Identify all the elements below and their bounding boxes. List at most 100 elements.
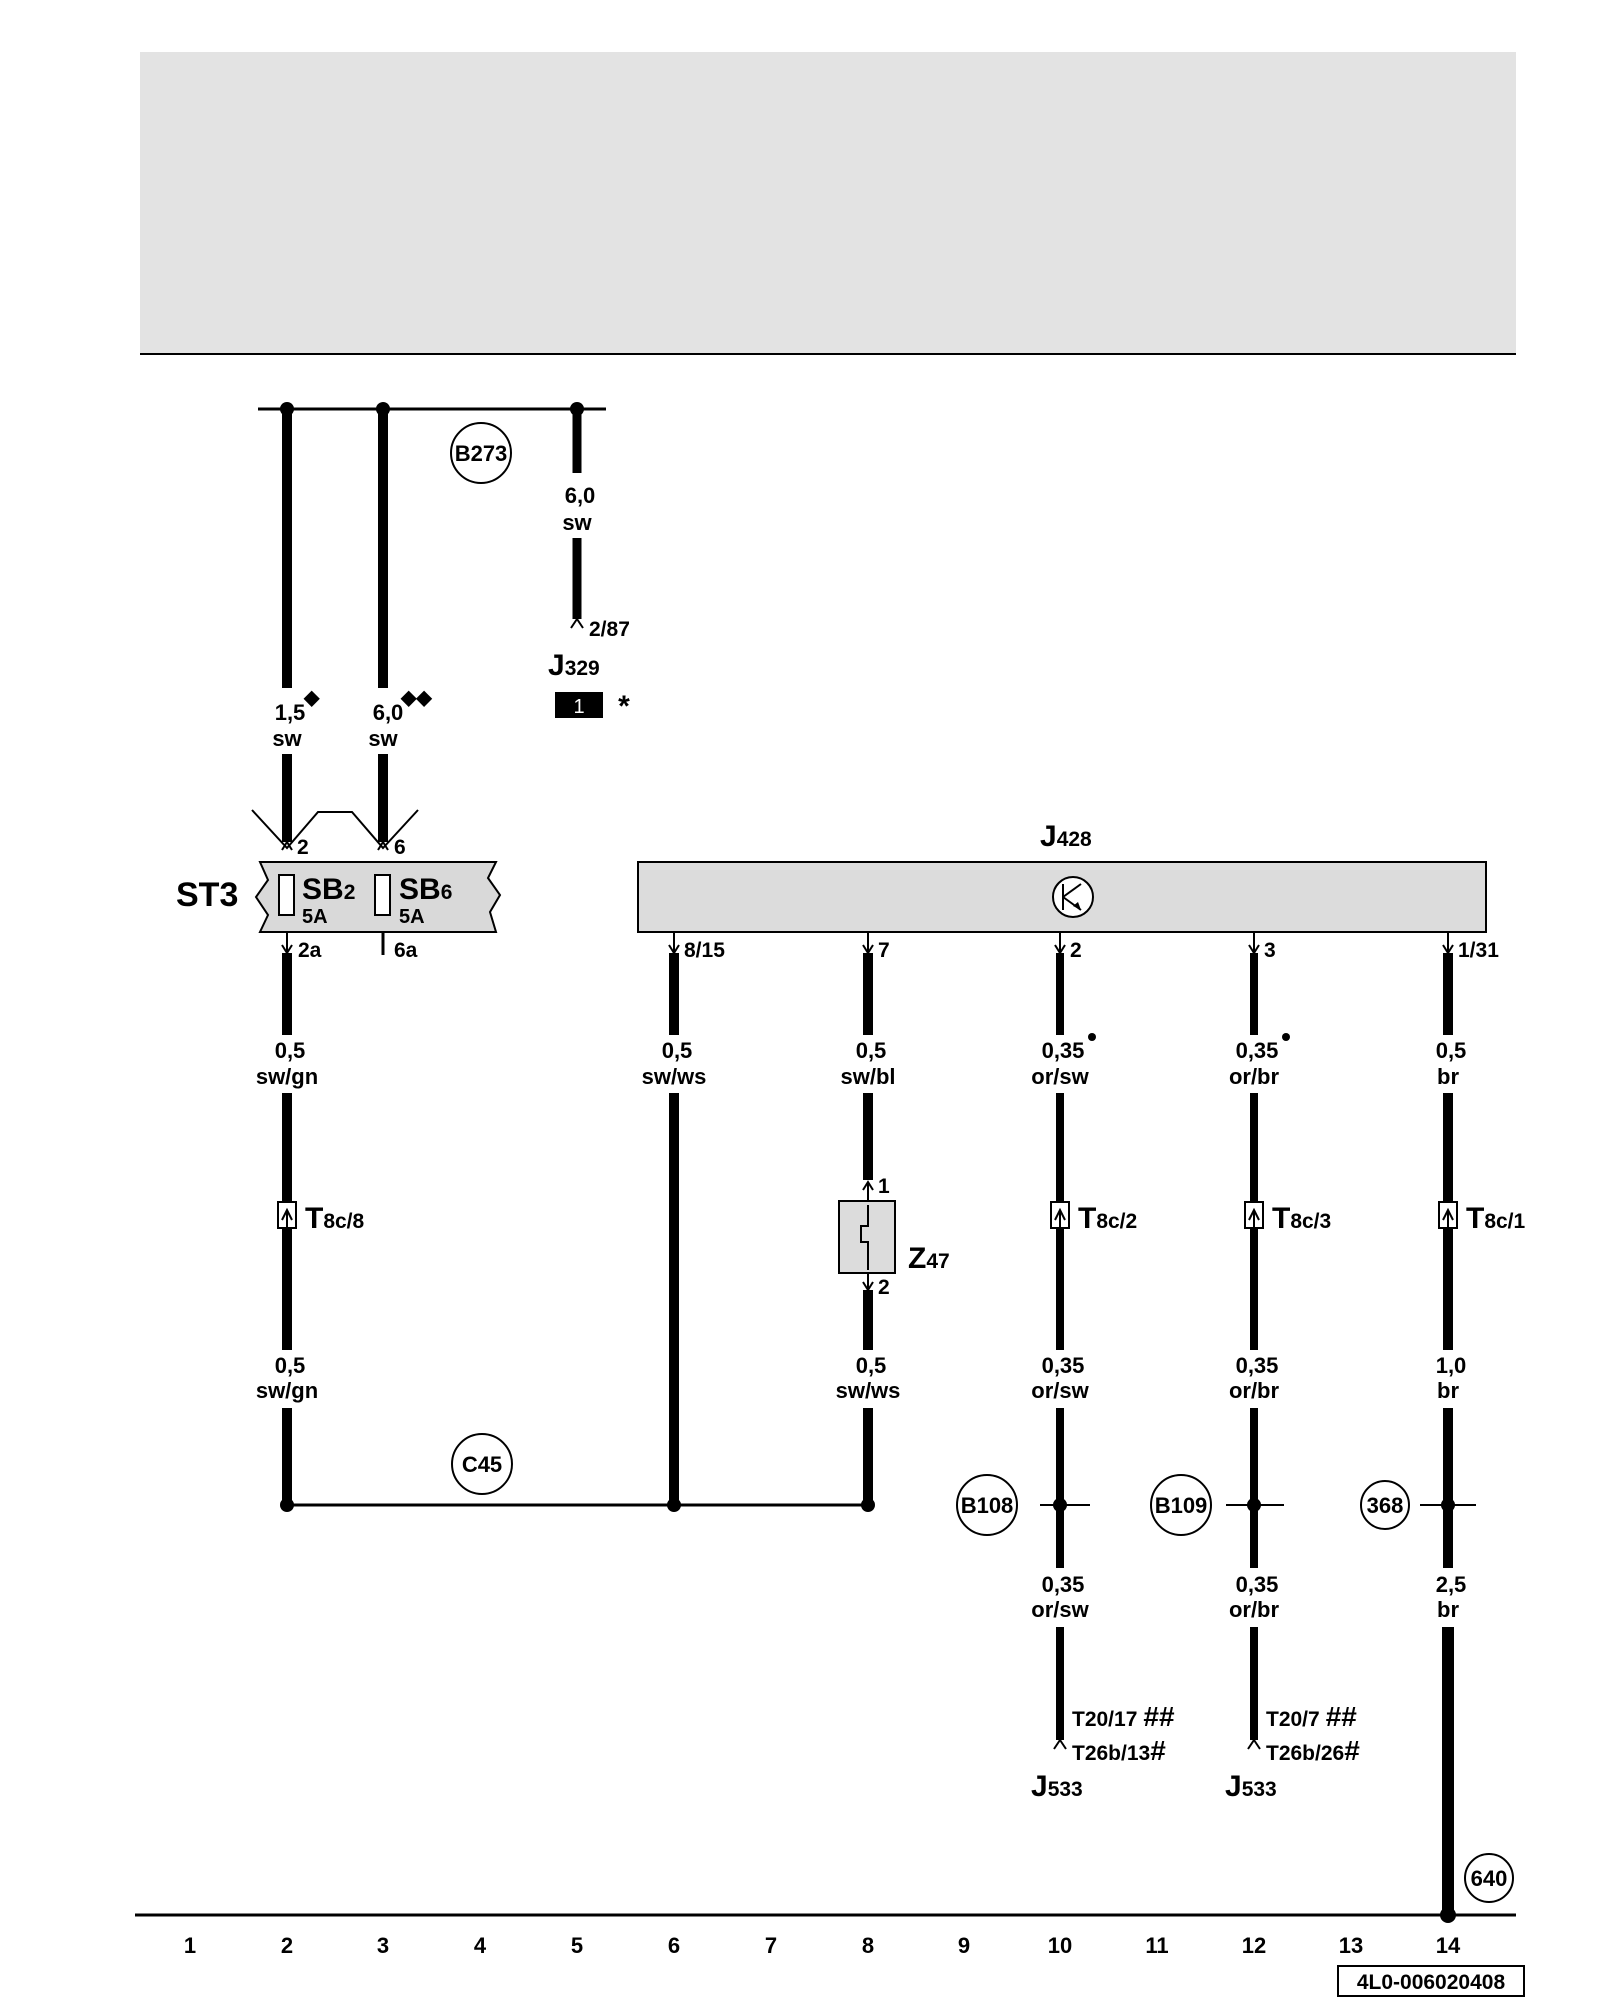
wire-size: 0,5 [856,1038,887,1063]
column-number: 6 [668,1933,680,1958]
wire-color: sw [368,726,398,751]
connection-point-640-label: 640 [1471,1866,1508,1891]
connection-point-368-label: 368 [1367,1493,1404,1518]
j428-pin-label: 7 [878,939,890,962]
pin-arrow-icon [1247,1738,1261,1750]
junction-dot [280,1498,294,1512]
pin-arrow-icon [1054,1207,1066,1228]
sb2-label: SB2 [302,873,355,906]
j329-label: J329 [548,649,600,682]
wire-size: 0,5 [275,1038,306,1063]
connector-t8c3-label: T8c/3 [1272,1202,1331,1235]
connection-point-b108 [956,1474,1018,1536]
wire-marker-dot [1088,1033,1096,1041]
wire-size: 1,0 [1436,1353,1467,1378]
wire-color: sw/gn [256,1378,318,1403]
wire-size: 0,5 [1436,1038,1467,1063]
sb6-fuse-icon [374,874,391,916]
j533-b-label: J533 [1225,1770,1277,1803]
connector-t8c8-label: T8c/8 [305,1202,365,1235]
wire-color: sw/gn [256,1064,318,1089]
column-number: 1 [184,1933,196,1958]
sb6-output-pin: 6a [394,939,418,962]
pin-arrow-icon [1053,1738,1067,1750]
wire-marker-dot [1282,1033,1290,1041]
wire-marker: ◆◆ [400,687,432,709]
pin-arrow-icon [1248,1207,1260,1228]
wire-color: sw/ws [836,1378,901,1403]
column-number: 9 [958,1933,970,1958]
connection-point-c45 [451,1433,513,1495]
z47-heater-icon [860,1205,869,1270]
pin-arrow-icon [862,1180,874,1200]
j533-b-connector-1: T20/7## [1266,1701,1357,1732]
pin-arrow-icon [570,617,584,629]
wire-color: br [1437,1064,1459,1089]
pin-arrow-icon [862,1273,874,1292]
j428-pin-label: 2 [1070,939,1082,962]
j428-pin-label: 1/31 [1458,939,1499,962]
wire-color: br [1437,1597,1459,1622]
wire-color: or/sw [1031,1597,1089,1622]
st3-label: ST3 [176,876,238,914]
connection-point-368 [1360,1480,1410,1530]
wire-size: 0,35 [1236,1572,1279,1597]
pin-arrow-icon [1442,1207,1454,1228]
wire-marker: ◆ [303,687,320,709]
wire-color: or/br [1229,1597,1280,1622]
column-number: 14 [1436,1933,1461,1958]
j329-pin-label: 2/87 [589,618,630,641]
junction-dot [1053,1498,1067,1512]
j533-a-connector-2: T26b/13# [1072,1735,1166,1766]
wire-size: 1,5 [275,700,306,725]
column-number: 2 [281,1933,293,1958]
wire-size: 0,35 [1042,1572,1085,1597]
column-number: 12 [1242,1933,1266,1958]
wire-size: 0,5 [275,1353,306,1378]
wire-color: sw/bl [840,1064,895,1089]
wire-size: 0,35 [1236,1038,1279,1063]
wire-color: sw [562,510,592,535]
connection-point-b109 [1150,1474,1212,1536]
wire-size: 6,0 [373,700,404,725]
column-number: 10 [1048,1933,1072,1958]
document-code: 4L0-006020408 [1357,1971,1506,1994]
wire-size: 0,35 [1042,1353,1085,1378]
j329-reference-box [555,692,603,718]
j329-reference-number: 1 [573,696,584,718]
transistor-icon [1052,876,1094,918]
column-number: 4 [474,1933,487,1958]
column-number: 5 [571,1933,583,1958]
wire-color: or/sw [1031,1064,1089,1089]
connector-t8c2-label: T8c/2 [1078,1202,1137,1235]
column-number: 11 [1145,1933,1168,1958]
junction-dot [1441,1498,1455,1512]
j533-a-connector-1: T20/17## [1072,1701,1175,1732]
wire-color: sw [272,726,302,751]
column-number: 13 [1339,1933,1363,1958]
z47-pin-bottom: 2 [878,1276,890,1299]
connection-point-640 [1464,1853,1514,1903]
sb2-fuse-icon [278,874,295,916]
connection-point-c45-label: C45 [462,1452,502,1477]
connection-point-b273 [450,422,512,484]
z47-label: Z47 [908,1242,950,1275]
j533-a-label: J533 [1031,1770,1083,1803]
sb6-input-pin: 6 [394,836,406,859]
wire-size: 6,0 [565,483,596,508]
connection-point-b273-label: B273 [455,441,508,466]
connector-t8c1-label: T8c/1 [1466,1202,1526,1235]
pin-arrow-icon [281,1207,293,1228]
sb2-input-pin: 2 [297,836,309,859]
sb2-output-pin: 2a [298,939,322,962]
j428-label: J428 [1040,820,1092,853]
wire-color: br [1437,1378,1459,1403]
wire-size: 2,5 [1436,1572,1467,1597]
wire-color: or/br [1229,1064,1280,1089]
wire-color: sw/ws [642,1064,707,1089]
sb6-rating: 5A [399,906,425,928]
wire-size: 0,35 [1042,1038,1085,1063]
header-band [140,52,1516,354]
junction-dot [1247,1498,1261,1512]
